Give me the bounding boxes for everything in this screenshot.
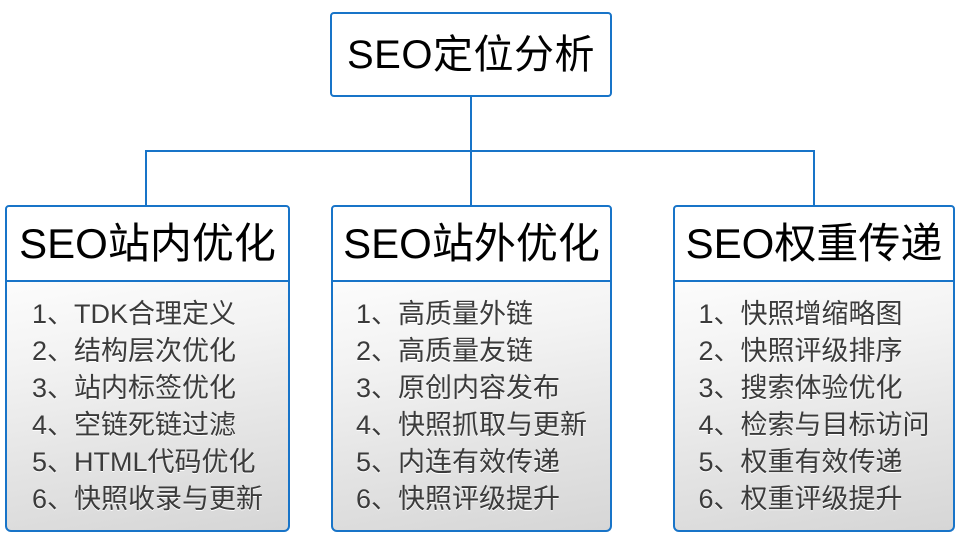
branch-column-1: SEO站内优化 1、TDK合理定义 2、结构层次优化 3、站内标签优化 4、空链…	[5, 205, 290, 532]
list-item: 1、快照增缩略图	[698, 299, 903, 329]
list-item: 1、TDK合理定义	[31, 299, 237, 329]
list-item: 6、快照评级提升	[355, 484, 561, 514]
root-node-seo-positioning-analysis[interactable]: SEO定位分析	[330, 12, 612, 97]
root-node-label: SEO定位分析	[347, 32, 595, 77]
connector-drop-branch-1	[145, 150, 147, 206]
list-item: 4、快照抓取与更新	[355, 410, 588, 440]
connector-drop-branch-2	[470, 150, 472, 206]
branch-column-2: SEO站外优化 1、高质量外链 2、高质量友链 3、原创内容发布 4、快照抓取与…	[331, 205, 612, 532]
list-item: 2、结构层次优化	[31, 336, 237, 366]
list-item: 1、高质量外链	[355, 299, 534, 329]
branch-list-panel-2: 1、高质量外链 2、高质量友链 3、原创内容发布 4、快照抓取与更新 5、内连有…	[331, 282, 612, 532]
list-item: 5、内连有效传递	[355, 447, 561, 477]
list-item: 3、搜索体验优化	[698, 373, 903, 403]
branch-list-1: 1、TDK合理定义 2、结构层次优化 3、站内标签优化 4、空链死链过滤 5、H…	[32, 296, 263, 518]
list-item: 3、站内标签优化	[31, 373, 237, 403]
branch-list-panel-3: 1、快照增缩略图 2、快照评级排序 3、搜索体验优化 4、检索与目标访问 5、权…	[673, 282, 955, 532]
branch-list-3: 1、快照增缩略图 2、快照评级排序 3、搜索体验优化 4、检索与目标访问 5、权…	[698, 296, 929, 518]
list-item: 4、检索与目标访问	[698, 410, 930, 440]
branch-header-label-3: SEO权重传递	[685, 219, 943, 267]
branch-column-3: SEO权重传递 1、快照增缩略图 2、快照评级排序 3、搜索体验优化 4、检索与…	[673, 205, 955, 532]
list-item: 2、高质量友链	[355, 336, 534, 366]
list-item: 5、权重有效传递	[698, 447, 903, 477]
connector-root-stem	[470, 97, 472, 151]
list-item: 5、HTML代码优化	[31, 447, 256, 477]
branch-header-label-2: SEO站外优化	[343, 219, 600, 267]
branch-header-1[interactable]: SEO站内优化	[5, 205, 290, 282]
connector-horizontal-bus	[145, 150, 815, 152]
connector-drop-branch-3	[813, 150, 815, 206]
branch-list-2: 1、高质量外链 2、高质量友链 3、原创内容发布 4、快照抓取与更新 5、内连有…	[356, 296, 587, 518]
list-item: 2、快照评级排序	[698, 336, 903, 366]
branch-header-label-1: SEO站内优化	[19, 219, 276, 267]
list-item: 3、原创内容发布	[355, 373, 561, 403]
branch-header-2[interactable]: SEO站外优化	[331, 205, 612, 282]
list-item: 4、空链死链过滤	[31, 410, 237, 440]
branch-list-panel-1: 1、TDK合理定义 2、结构层次优化 3、站内标签优化 4、空链死链过滤 5、H…	[5, 282, 290, 532]
list-item: 6、权重评级提升	[698, 484, 903, 514]
branch-header-3[interactable]: SEO权重传递	[673, 205, 955, 282]
list-item: 6、快照收录与更新	[31, 484, 264, 514]
